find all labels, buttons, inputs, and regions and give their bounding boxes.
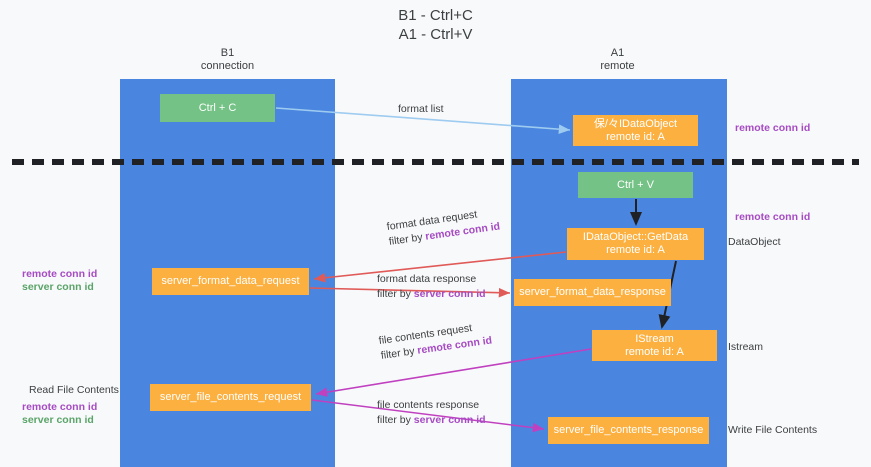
- filter-prefix: filter by: [380, 344, 419, 362]
- edge-format-data-request: [313, 251, 567, 283]
- annotation-remote-conn-id-left-mid: remote conn id: [22, 268, 98, 280]
- node-idataobject[interactable]: 保/々IDataObject remote id: A: [573, 115, 698, 146]
- annotation-write-file-contents: Write File Contents: [728, 424, 818, 436]
- filter-key: server conn id: [413, 288, 486, 300]
- annotation-server-conn-id-left-mid: server conn id: [22, 281, 94, 293]
- filter-key: server conn id: [413, 414, 486, 426]
- annotation-remote-conn-id-top: remote conn id: [735, 122, 811, 134]
- node-server-file-contents-request[interactable]: server_file_contents_request: [150, 384, 311, 411]
- annotation-dataobject: DataObject: [728, 236, 781, 248]
- node-idataobject-getdata[interactable]: IDataObject::GetData remote id: A: [567, 228, 704, 260]
- edge-file-contents-request: [315, 348, 592, 397]
- edge-label-format-data-response: format data response filter by server co…: [377, 272, 486, 302]
- edge-label-line1: file contents response: [377, 399, 480, 411]
- column-header-b1: B1 connection: [200, 47, 255, 72]
- node-server-file-contents-response[interactable]: server_file_contents_response: [548, 417, 709, 444]
- node-server-format-data-request[interactable]: server_format_data_request: [152, 268, 309, 295]
- annotation-read-file-contents: Read File Contents: [29, 384, 119, 396]
- annotation-conn-ids-bottom: remote conn id server conn id: [22, 401, 97, 427]
- column-header-a1: A1 remote: [600, 47, 635, 72]
- annotation-conn-ids-middle: remote conn id server conn id: [22, 268, 97, 294]
- filter-prefix: filter by: [377, 414, 414, 426]
- node-server-format-data-response[interactable]: server_format_data_response: [514, 279, 671, 306]
- edge-label-format-list: format list: [398, 103, 444, 115]
- annotation-remote-conn-id-middle: remote conn id: [735, 211, 811, 223]
- node-ctrl-c[interactable]: Ctrl + C: [160, 94, 275, 122]
- edge-file-contents-response: [311, 399, 545, 433]
- diagram-title: B1 - Ctrl+C A1 - Ctrl+V: [398, 7, 473, 43]
- annotation-remote-conn-id-left-bot: remote conn id: [22, 401, 98, 413]
- filter-prefix: filter by: [388, 230, 427, 248]
- section-divider-dashed: [12, 159, 859, 165]
- edge-format-list: [275, 107, 571, 134]
- edge-format-data-response: [309, 287, 511, 298]
- annotation-server-conn-id-left-bot: server conn id: [22, 414, 94, 426]
- edge-label-line2: filter by server conn id: [377, 287, 486, 302]
- edge-label-line2: filter by server conn id: [377, 413, 486, 428]
- node-istream[interactable]: IStream remote id: A: [592, 330, 717, 361]
- annotation-istream: Istream: [728, 341, 764, 353]
- edge-label-line1: format data response: [377, 273, 477, 285]
- edge-label-file-contents-response: file contents response filter by server …: [377, 398, 486, 428]
- node-ctrl-v[interactable]: Ctrl + V: [578, 172, 693, 198]
- filter-prefix: filter by: [377, 288, 414, 300]
